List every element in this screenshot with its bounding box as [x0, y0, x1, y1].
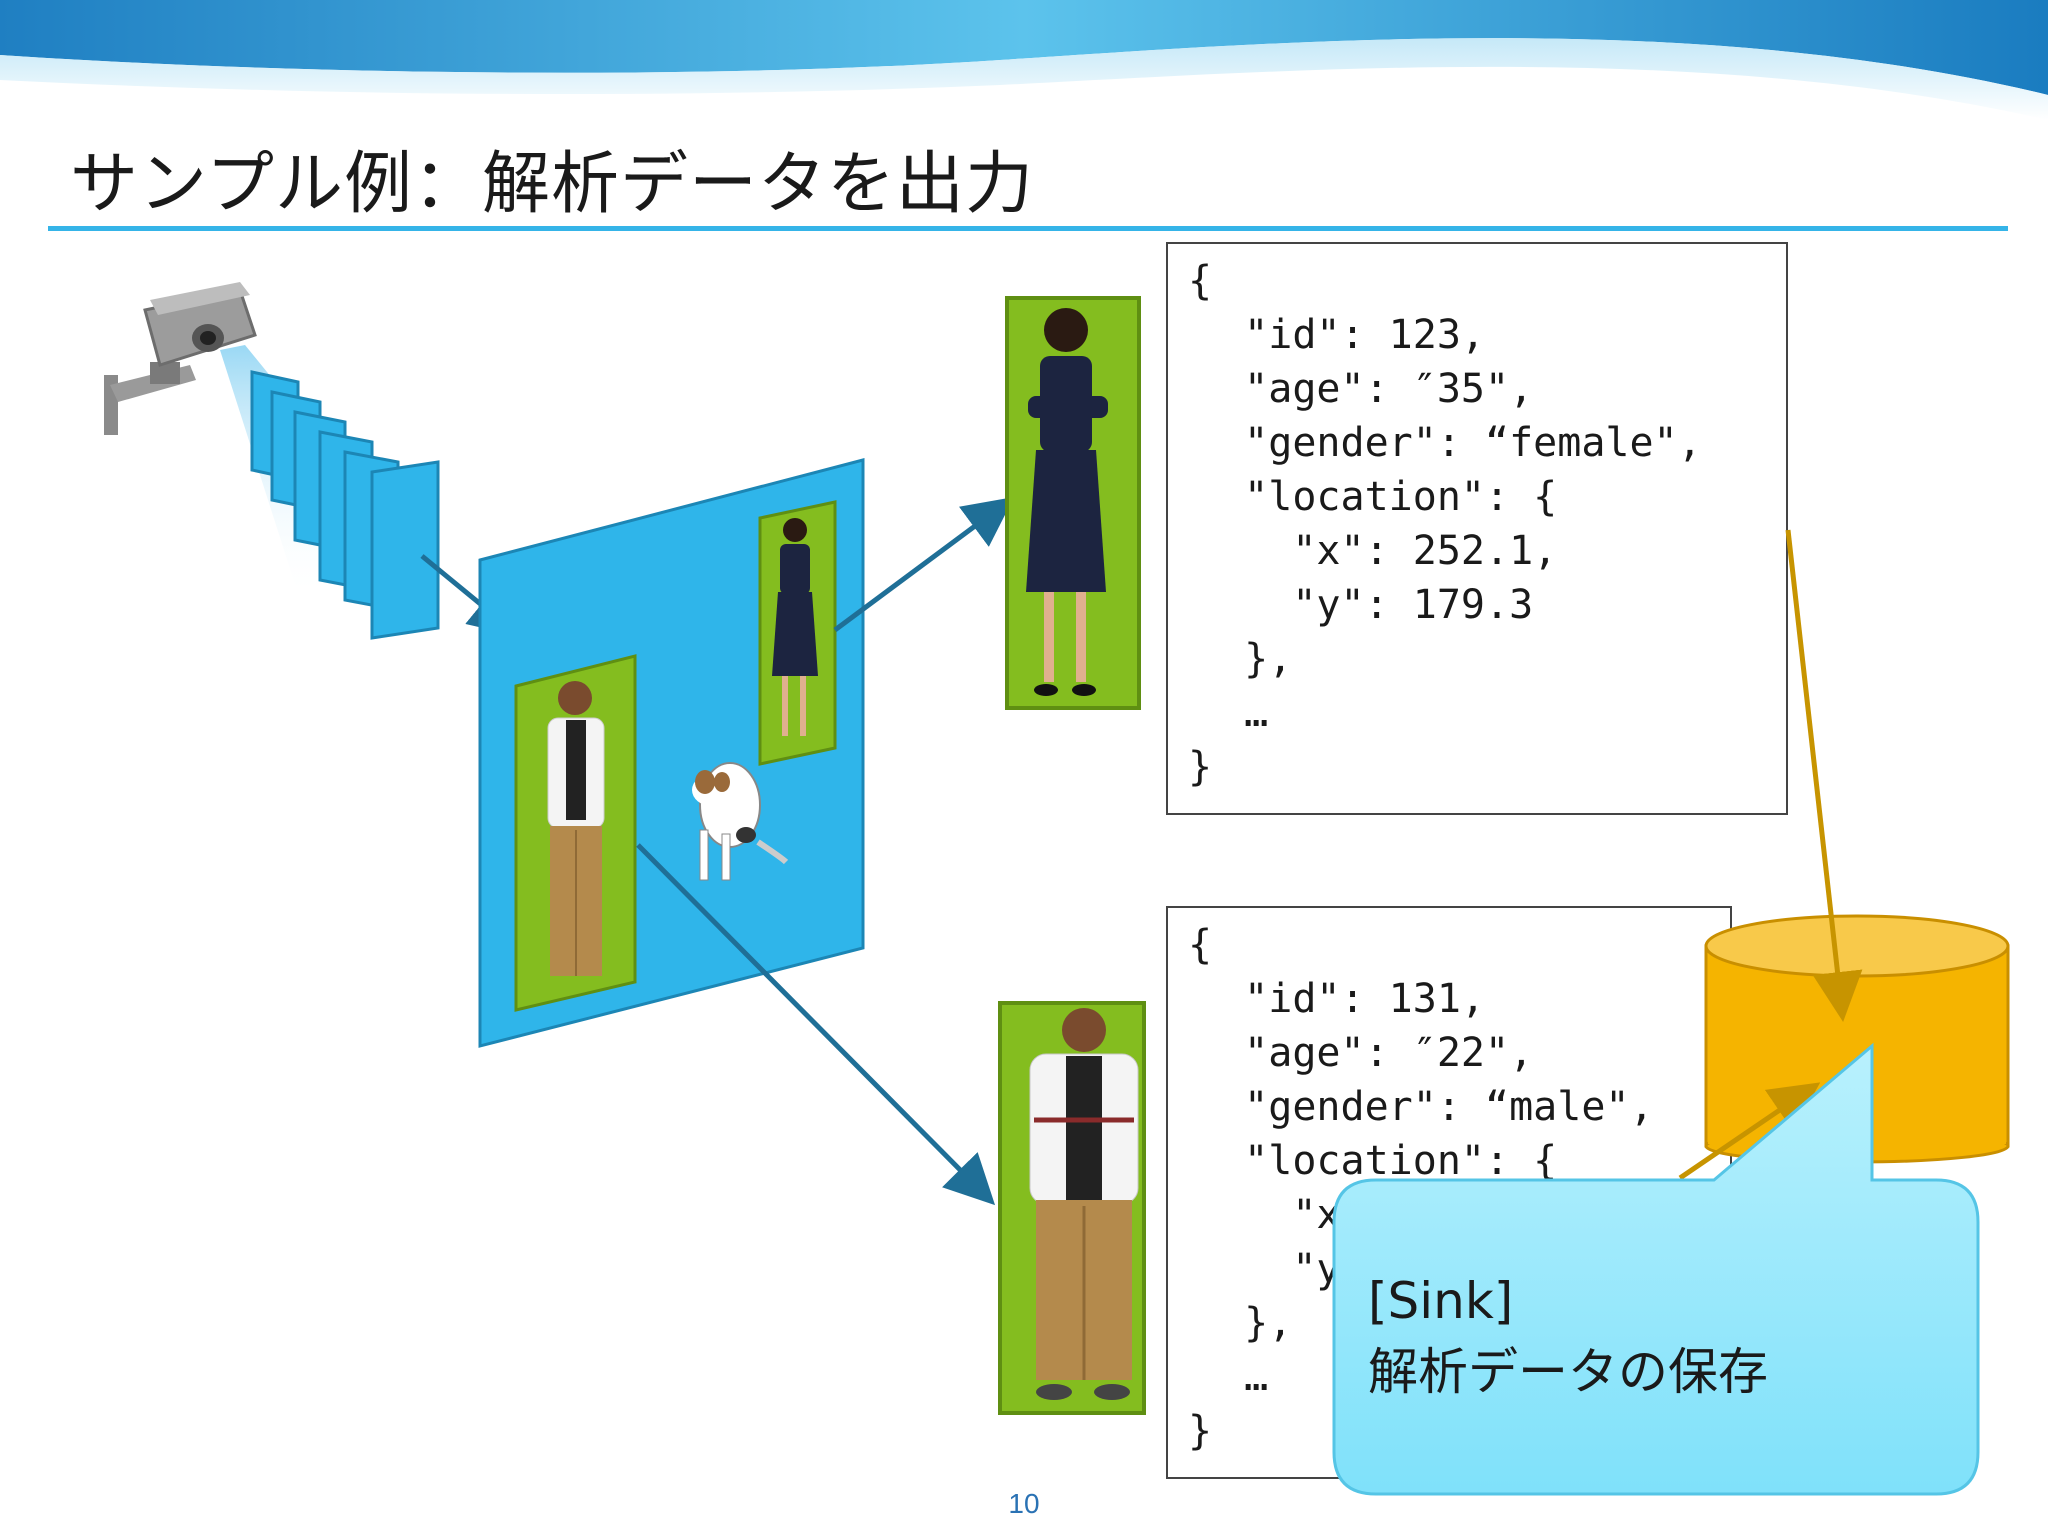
man-crop-arrow — [636, 843, 996, 1206]
json-top-y: "y": 179.3 — [1196, 582, 1534, 628]
json-bottom-close: } — [1188, 1408, 1213, 1454]
callout-title: [Sink] — [1368, 1272, 1514, 1330]
woman-crop-arrow — [833, 497, 1015, 633]
man-figure — [547, 681, 605, 976]
man-crop-figure — [1029, 1008, 1139, 1400]
json-top-ellipsis: … — [1196, 690, 1269, 736]
bottom-json-to-db-arrow — [1678, 1082, 1821, 1181]
woman-figure — [772, 518, 818, 736]
page-number: 10 — [1008, 1488, 1040, 1519]
json-bottom-location: "location": { — [1196, 1138, 1558, 1184]
json-bottom-x: "x — [1196, 1192, 1341, 1238]
json-bottom-gender: "gender": “male", — [1196, 1084, 1654, 1130]
json-bottom-age: "age": ″22", — [1196, 1030, 1534, 1076]
json-top-age: "age": ″35", — [1196, 366, 1534, 412]
json-top-location-close: }, — [1196, 636, 1293, 682]
json-top-gender: "gender": “female", — [1196, 420, 1702, 466]
json-top-open: { — [1188, 258, 1213, 304]
json-top-id: "id": 123, — [1196, 312, 1485, 358]
json-bottom-open: { — [1188, 922, 1213, 968]
dog-figure — [692, 762, 789, 881]
json-bottom-location-close: }, — [1196, 1300, 1293, 1346]
json-top-x: "x": 252.1, — [1196, 528, 1558, 574]
callout-description: 解析データの保存 — [1368, 1343, 1768, 1401]
video-frames-stack — [250, 370, 440, 640]
json-bottom-y: "y — [1196, 1246, 1341, 1292]
sink-callout — [1332, 1042, 1980, 1496]
page-title: サンプル例：解析データを出力 — [70, 145, 1034, 224]
json-bottom-id: "id": 131, — [1196, 976, 1485, 1022]
security-camera-icon — [104, 282, 257, 435]
json-output-top — [1166, 242, 1788, 815]
json-top-location: "location": { — [1196, 474, 1558, 520]
title-underline — [48, 226, 2008, 231]
json-bottom-ellipsis: … — [1196, 1354, 1269, 1400]
header-wave — [0, 0, 2048, 120]
json-top-close: } — [1188, 744, 1213, 790]
woman-crop-figure — [1026, 308, 1108, 696]
top-json-to-db-arrow — [1785, 529, 1863, 1022]
